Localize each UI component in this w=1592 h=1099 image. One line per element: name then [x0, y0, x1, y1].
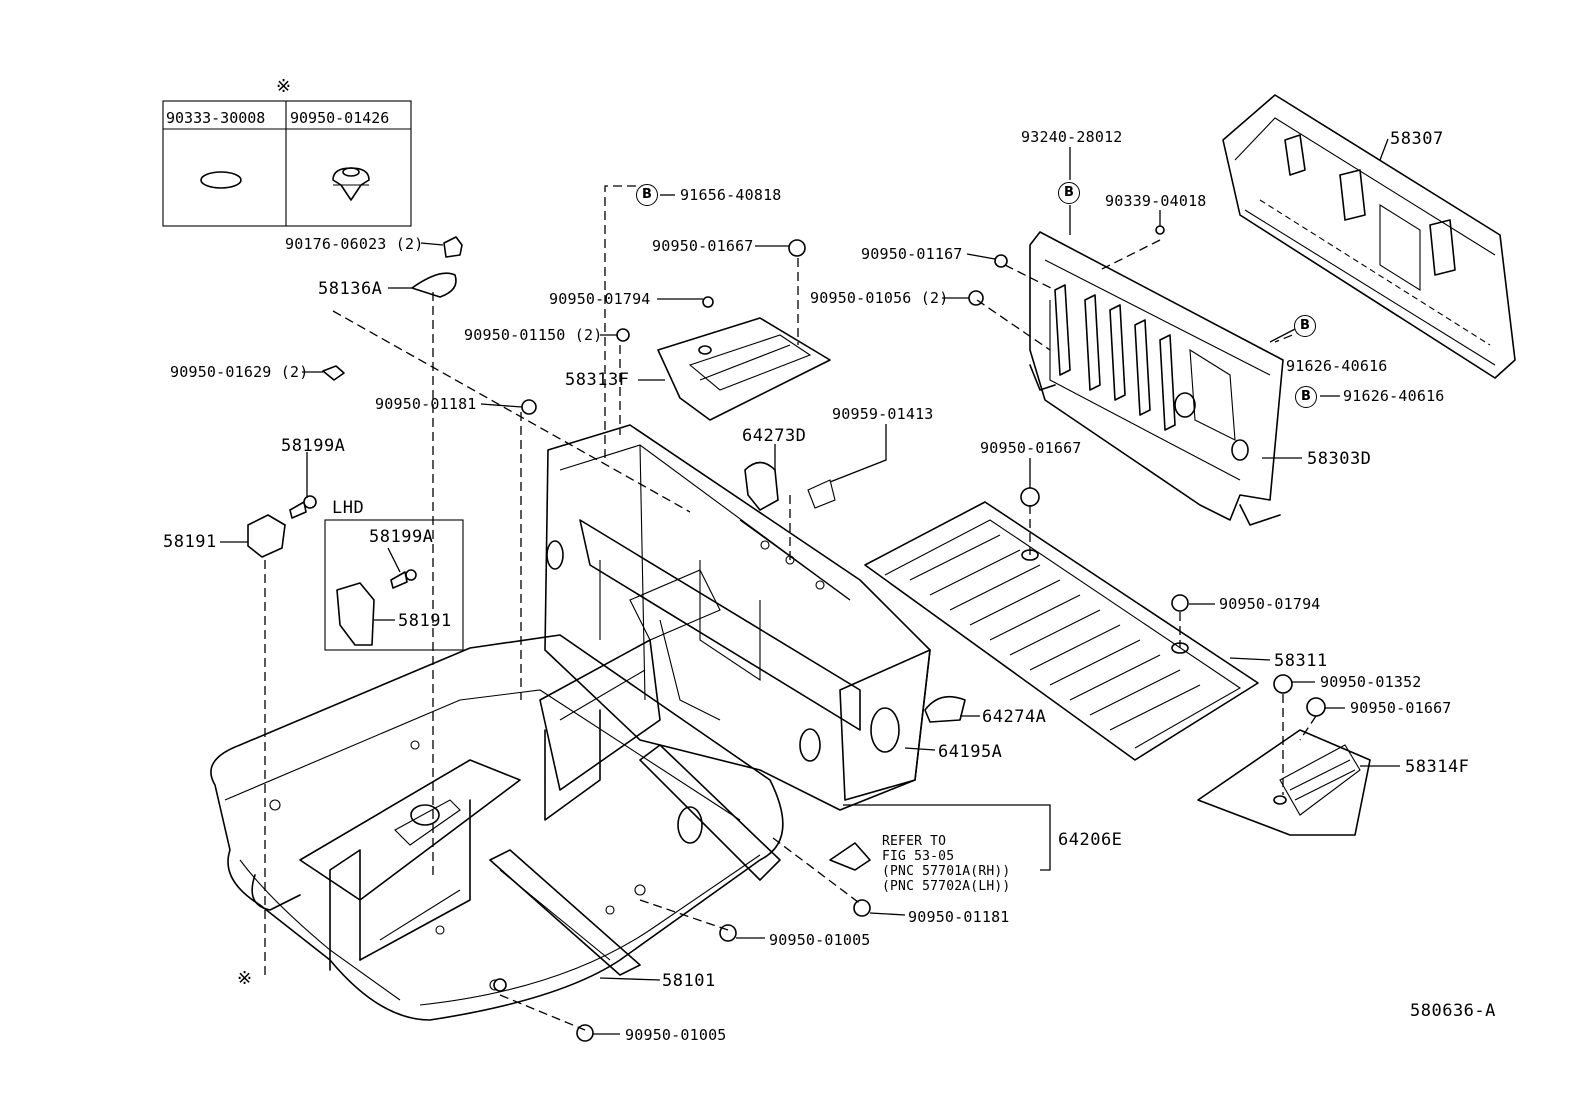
label-90950-01181-upper: 90950-01181: [375, 395, 477, 413]
panel-58307: [1222, 94, 1516, 379]
label-90950-01181-lower: 90950-01181: [908, 908, 1010, 926]
refer-note-line1: REFER TO: [882, 834, 947, 849]
label-64273D: 64273D: [742, 426, 807, 446]
label-58313F: 58313F: [565, 370, 630, 390]
floor-58311: [864, 501, 1259, 761]
label-58191: 58191: [163, 532, 217, 552]
refer-note-line4: (PNC 57702A(LH)): [882, 879, 1011, 894]
refer-note-line3: (PNC 57701A(RH)): [882, 864, 1011, 879]
label-58101: 58101: [662, 971, 716, 991]
label-90950-01667-upper: 90950-01667: [652, 237, 754, 255]
cover-58314F: [1197, 729, 1371, 836]
panel-58303D: [1029, 231, 1284, 526]
label-58314F: 58314F: [1405, 757, 1470, 777]
refer-note-line2: FIG 53-05: [882, 849, 955, 864]
label-90950-01056: 90950-01056 (2): [810, 289, 949, 307]
label-90950-01667-mid: 90950-01667: [980, 439, 1082, 457]
inset-col2-part: 90950-01426: [290, 109, 390, 127]
label-64274A: 64274A: [982, 707, 1047, 727]
label-90950-01794-lower: 90950-01794: [1219, 595, 1321, 613]
label-90950-01667-lower: 90950-01667: [1350, 699, 1452, 717]
label-93240-28012: 93240-28012: [1021, 128, 1123, 146]
label-90950-01150: 90950-01150 (2): [464, 326, 603, 344]
label-58136A: 58136A: [318, 279, 383, 299]
lhd-part-label: 58191: [398, 611, 452, 631]
b-mark-91656: B: [636, 184, 658, 206]
diagram-code: 580636-A: [1410, 1001, 1496, 1021]
small-parts: [247, 225, 1326, 1042]
label-90176-06023: 90176-06023 (2): [285, 235, 424, 253]
label-leaders: [220, 138, 1400, 1035]
b-mark-93240: B: [1058, 182, 1080, 204]
lhd-bolt-label: 58199A: [369, 527, 434, 547]
label-58311: 58311: [1274, 651, 1328, 671]
dashed-leaders: [264, 185, 1317, 1031]
b-mark-91626-upper: B: [1294, 315, 1316, 337]
label-90950-01005-upper: 90950-01005: [769, 931, 871, 949]
label-90950-01167: 90950-01167: [861, 245, 963, 263]
lhd-inset-frame: [324, 519, 464, 651]
label-58307: 58307: [1390, 129, 1444, 149]
label-58199A: 58199A: [281, 436, 346, 456]
label-90950-01794-upper: 90950-01794: [549, 290, 651, 308]
label-91656-40818: 91656-40818: [680, 186, 782, 204]
inset-col1-part: 90333-30008: [166, 109, 266, 127]
label-91626-40616-upper: 91626-40616: [1286, 357, 1388, 375]
label-90339-04018: 90339-04018: [1105, 192, 1207, 210]
label-58303D: 58303D: [1307, 449, 1372, 469]
inset-asterisk: ※: [276, 76, 292, 97]
label-90950-01352: 90950-01352: [1320, 673, 1422, 691]
lhd-title: LHD: [332, 498, 365, 518]
label-90950-01629: 90950-01629 (2): [170, 363, 309, 381]
label-90959-01413: 90959-01413: [832, 405, 934, 423]
b-mark-91626-lower: B: [1295, 386, 1317, 408]
rear-floor-64206E: [544, 424, 931, 811]
floor-pan-58101: [210, 634, 784, 1021]
asterisk-reference-mark: ※: [237, 968, 253, 989]
label-91626-40616-lower: 91626-40616: [1343, 387, 1445, 405]
cover-58313F: [657, 317, 831, 421]
label-64195A: 64195A: [938, 742, 1003, 762]
inset-table-frame: [162, 100, 412, 227]
label-64206E: 64206E: [1058, 830, 1123, 850]
label-90950-01005-lower: 90950-01005: [625, 1026, 727, 1044]
